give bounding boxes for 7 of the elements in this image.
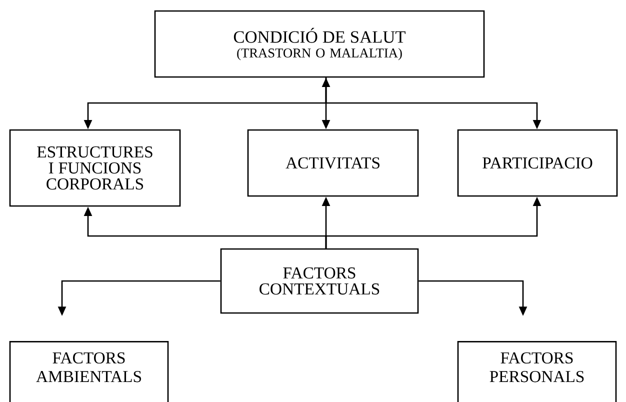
box: ESTRUCTURES I FUNCIONS CORPORALS [9, 129, 181, 207]
box: PARTICIPACIO [457, 129, 618, 197]
box: FACTORS PERSONALS [457, 341, 617, 402]
context-box: FACTORS CONTEXTUALS [220, 248, 419, 314]
condition-box: CONDICIÓ DE SALUT (TRASTORN O MALALTIA) [154, 10, 485, 78]
box: ACTIVITATS [247, 129, 419, 197]
box: FACTORS AMBIENTALS [9, 341, 169, 402]
